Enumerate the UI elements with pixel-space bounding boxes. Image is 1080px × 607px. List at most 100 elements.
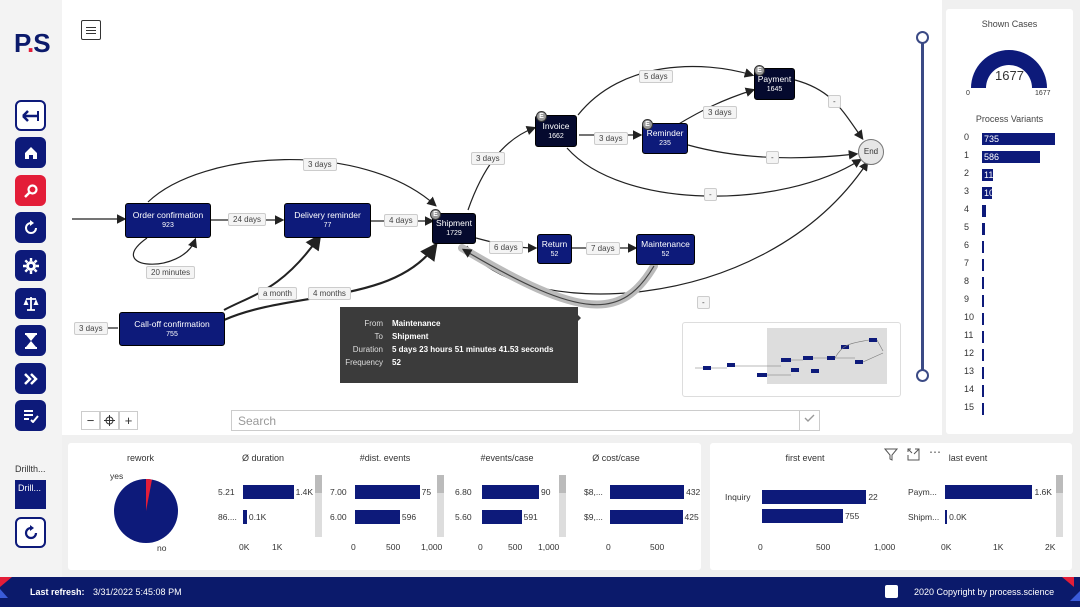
scrollbar[interactable] bbox=[1056, 475, 1063, 537]
drillthrough-button[interactable]: Drill... bbox=[15, 480, 46, 509]
variant-index: 7 bbox=[964, 258, 970, 268]
variant-row[interactable]: 8 bbox=[946, 276, 1073, 290]
compare-button[interactable] bbox=[15, 288, 46, 319]
bar[interactable] bbox=[610, 485, 685, 499]
zoom-in-button[interactable]: + bbox=[119, 411, 138, 430]
expand-icon[interactable] bbox=[907, 448, 920, 461]
variant-row[interactable]: 13 bbox=[946, 366, 1073, 380]
variant-bar: 11 bbox=[982, 169, 994, 181]
category-label: $9,... bbox=[584, 512, 603, 522]
event-badge: E bbox=[754, 65, 765, 76]
back-button[interactable] bbox=[15, 100, 46, 131]
variant-slider-top-handle[interactable] bbox=[916, 31, 929, 44]
tick-label: 0K bbox=[941, 542, 952, 552]
variant-index: 1 bbox=[964, 150, 970, 160]
footer-decoration bbox=[1070, 591, 1080, 601]
bar[interactable] bbox=[945, 485, 1033, 499]
edge-label: a month bbox=[258, 287, 297, 300]
search-button[interactable] bbox=[15, 175, 46, 206]
node-calloff-confirmation[interactable]: Call-off confirmation 755 bbox=[119, 312, 225, 346]
filter-icon[interactable] bbox=[884, 448, 898, 461]
search-input[interactable]: Search bbox=[231, 410, 820, 431]
variant-row[interactable]: 6 bbox=[946, 240, 1073, 254]
scrollbar[interactable] bbox=[437, 475, 444, 537]
scrollbar-thumb[interactable] bbox=[559, 475, 566, 493]
tick-label: 0 bbox=[606, 542, 611, 552]
tick-label: 0 bbox=[758, 542, 763, 552]
scrollbar[interactable] bbox=[559, 475, 566, 537]
category-label: 6.00 bbox=[330, 512, 347, 522]
checklist-button[interactable] bbox=[15, 400, 46, 431]
last-refresh-label: Last refresh: bbox=[30, 587, 85, 597]
variant-row[interactable]: 14 bbox=[946, 384, 1073, 398]
node-maintenance[interactable]: Maintenance 52 bbox=[636, 234, 695, 265]
variant-bar bbox=[982, 385, 984, 397]
rework-title: rework bbox=[126, 453, 154, 463]
bar[interactable] bbox=[482, 485, 539, 499]
node-delivery-reminder[interactable]: Delivery reminder 77 bbox=[284, 203, 371, 238]
drillthrough-label: Drillth... bbox=[15, 464, 46, 474]
bar[interactable] bbox=[482, 510, 522, 524]
bar[interactable] bbox=[610, 510, 683, 524]
variant-row[interactable]: 9 bbox=[946, 294, 1073, 308]
tick-label: 0K bbox=[239, 542, 250, 552]
scrollbar[interactable] bbox=[315, 475, 322, 537]
edge-label: 4 months bbox=[308, 287, 351, 300]
bar[interactable] bbox=[762, 490, 867, 504]
graph-minimap[interactable] bbox=[682, 322, 901, 397]
category-label: 5.60 bbox=[455, 512, 472, 522]
reset-button[interactable] bbox=[15, 517, 46, 548]
edge-label: - bbox=[704, 188, 717, 201]
variant-row[interactable]: 15 bbox=[946, 402, 1073, 416]
tick-label: 0 bbox=[351, 542, 356, 552]
variant-index: 0 bbox=[964, 132, 970, 142]
more-options-icon[interactable]: ⋯ bbox=[929, 445, 941, 459]
variant-bar bbox=[982, 223, 985, 235]
node-return[interactable]: Return 52 bbox=[537, 234, 572, 264]
zoom-out-button[interactable]: − bbox=[81, 411, 100, 430]
node-end[interactable]: End bbox=[858, 139, 884, 165]
variant-row[interactable]: 10 bbox=[946, 312, 1073, 326]
bar[interactable] bbox=[355, 485, 420, 499]
bar[interactable] bbox=[945, 510, 948, 524]
search-submit-button[interactable] bbox=[799, 411, 819, 430]
variant-slider-bottom-handle[interactable] bbox=[916, 369, 929, 382]
bar[interactable] bbox=[355, 510, 400, 524]
variant-slider-track[interactable] bbox=[921, 37, 924, 376]
variant-row[interactable]: 7 bbox=[946, 258, 1073, 272]
bar[interactable] bbox=[243, 485, 294, 499]
sidebar: P.S Drillth... Drill... bbox=[0, 0, 62, 577]
bar[interactable] bbox=[762, 509, 844, 523]
variant-row[interactable]: 4 bbox=[946, 204, 1073, 218]
edge-label: 24 days bbox=[228, 213, 267, 226]
logo: P.S bbox=[14, 28, 51, 58]
forward-button[interactable] bbox=[15, 363, 46, 394]
timing-button[interactable] bbox=[15, 325, 46, 356]
home-button[interactable] bbox=[15, 137, 46, 168]
variant-bar: 10 bbox=[982, 187, 995, 199]
info-icon[interactable] bbox=[885, 585, 898, 598]
variant-row[interactable]: 11 bbox=[946, 330, 1073, 344]
chart-title: Ø cost/case bbox=[592, 453, 640, 463]
shown-cases-gauge bbox=[971, 50, 1047, 88]
refresh-button[interactable] bbox=[15, 212, 46, 243]
scrollbar-thumb[interactable] bbox=[315, 475, 322, 493]
scrollbar-thumb[interactable] bbox=[1056, 475, 1063, 493]
menu-button[interactable] bbox=[81, 20, 101, 40]
variant-row[interactable]: 5 bbox=[946, 222, 1073, 236]
scrollbar-thumb[interactable] bbox=[437, 475, 444, 493]
category-label: Inquiry bbox=[725, 492, 751, 502]
variant-bar bbox=[982, 403, 984, 415]
variant-row[interactable]: 12 bbox=[946, 348, 1073, 362]
variant-index: 14 bbox=[964, 384, 975, 394]
bar[interactable] bbox=[243, 510, 247, 524]
value-label: 22 bbox=[868, 492, 878, 502]
node-order-confirmation[interactable]: Order confirmation 923 bbox=[125, 203, 211, 238]
fit-view-button[interactable] bbox=[100, 411, 119, 430]
settings-button[interactable] bbox=[15, 250, 46, 281]
variant-index: 5 bbox=[964, 222, 970, 232]
